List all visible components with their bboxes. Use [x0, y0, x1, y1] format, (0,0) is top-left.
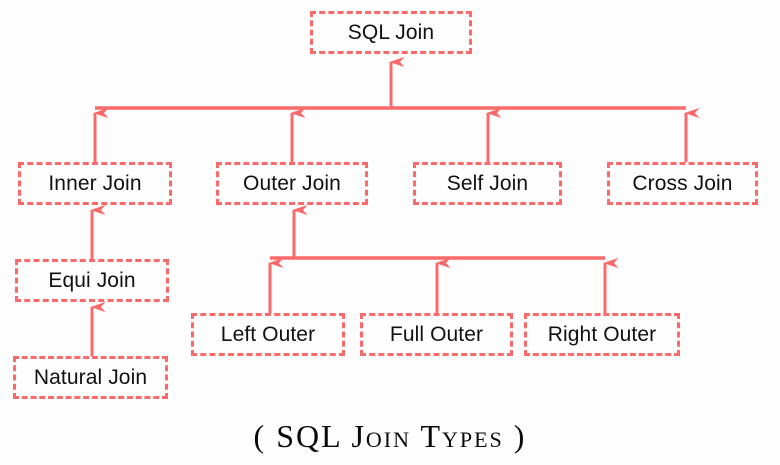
diagram-caption: ( SQL Join Types )	[253, 418, 527, 454]
node-sql-join[interactable]: SQL Join	[310, 11, 472, 54]
node-inner-join[interactable]: Inner Join	[18, 162, 172, 205]
node-left-outer[interactable]: Left Outer	[191, 313, 345, 356]
node-cross-join[interactable]: Cross Join	[607, 162, 758, 205]
node-equi-join[interactable]: Equi Join	[15, 259, 169, 302]
node-full-outer[interactable]: Full Outer	[360, 313, 513, 356]
node-outer-join[interactable]: Outer Join	[216, 162, 368, 205]
node-natural-join[interactable]: Natural Join	[13, 356, 168, 399]
node-right-outer[interactable]: Right Outer	[524, 313, 680, 356]
node-self-join[interactable]: Self Join	[413, 162, 562, 205]
